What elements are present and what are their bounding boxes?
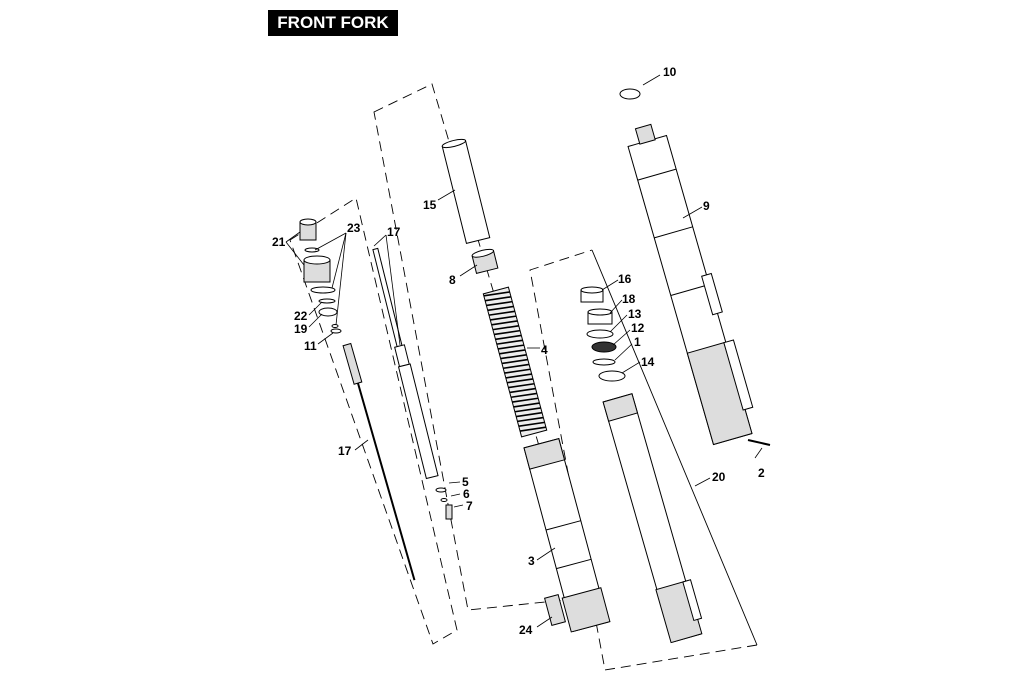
spring-coil bbox=[499, 349, 526, 355]
spring-coil bbox=[484, 296, 512, 302]
callout-18: 18 bbox=[622, 292, 636, 306]
part-17-damper-rod bbox=[372, 247, 439, 480]
part-8-spacer bbox=[471, 248, 499, 274]
spring-coil bbox=[510, 392, 537, 399]
spring-coil bbox=[487, 305, 514, 312]
spring-coil bbox=[491, 320, 518, 326]
callout-17-left: 17 bbox=[338, 444, 352, 458]
spring-coil bbox=[514, 407, 541, 413]
part-3-damper-tube bbox=[523, 437, 611, 633]
spring-coil bbox=[517, 416, 544, 423]
spring-coil bbox=[513, 402, 540, 408]
spring-coil bbox=[496, 339, 523, 345]
spring-coil bbox=[509, 387, 536, 394]
callout-22: 22 bbox=[294, 309, 308, 323]
spring-coil bbox=[518, 421, 545, 428]
callout-24: 24 bbox=[519, 623, 533, 637]
part-10-ring bbox=[619, 88, 641, 100]
spring-coil bbox=[490, 315, 517, 321]
callout-2: 2 bbox=[758, 466, 765, 480]
callout-9: 9 bbox=[703, 199, 710, 213]
spring-coil bbox=[519, 426, 547, 432]
part-6 bbox=[440, 498, 448, 502]
cap-assembly bbox=[299, 218, 342, 334]
callout-12: 12 bbox=[631, 321, 645, 335]
callout-17-rod: 17 bbox=[387, 225, 401, 239]
part-9-outer-tube bbox=[627, 123, 754, 446]
callout-21: 21 bbox=[272, 235, 286, 249]
callout-4: 4 bbox=[541, 343, 548, 357]
callout-6: 6 bbox=[463, 487, 470, 501]
spring-coil bbox=[516, 411, 543, 418]
spring-coil bbox=[505, 373, 532, 379]
part-15-tube bbox=[441, 138, 491, 245]
part-20-inner-tube bbox=[602, 393, 703, 644]
spring-coil bbox=[500, 353, 527, 360]
callout-8: 8 bbox=[449, 273, 456, 287]
part-7 bbox=[445, 504, 453, 520]
part-24-clip bbox=[544, 594, 566, 626]
spring-coil bbox=[483, 291, 510, 297]
group-box-right-edge bbox=[591, 249, 758, 646]
callout-13: 13 bbox=[628, 307, 642, 321]
spring-coil bbox=[486, 300, 513, 307]
seal-stack bbox=[580, 286, 626, 382]
callout-20: 20 bbox=[712, 470, 726, 484]
callout-7: 7 bbox=[466, 499, 473, 513]
diagram-title: FRONT FORK bbox=[268, 10, 398, 36]
callout-19: 19 bbox=[294, 322, 308, 336]
spring-coil bbox=[504, 368, 531, 374]
spring-coil bbox=[494, 329, 521, 336]
callout-23: 23 bbox=[347, 221, 361, 235]
callout-3: 3 bbox=[528, 554, 535, 568]
spring-coil bbox=[508, 382, 535, 389]
spring-coil bbox=[495, 334, 522, 341]
spring-coil bbox=[488, 310, 515, 316]
spring-coil bbox=[492, 325, 519, 331]
callout-11: 11 bbox=[304, 339, 317, 353]
group-box-left bbox=[289, 197, 458, 645]
callout-16: 16 bbox=[618, 272, 632, 286]
part-17-rod-left bbox=[342, 342, 416, 581]
part-5 bbox=[435, 487, 447, 493]
callout-1: 1 bbox=[634, 335, 641, 349]
part-4-spring bbox=[482, 286, 548, 438]
leader-lines bbox=[285, 74, 763, 628]
part-2-bolt bbox=[747, 439, 771, 446]
callout-5: 5 bbox=[462, 475, 469, 489]
spring-coil bbox=[497, 344, 525, 350]
callout-10: 10 bbox=[663, 65, 677, 79]
callout-15: 15 bbox=[423, 198, 437, 212]
spring-coil bbox=[506, 378, 534, 384]
callout-14: 14 bbox=[641, 355, 655, 369]
spring-coil bbox=[512, 397, 539, 403]
spring-coil bbox=[501, 358, 528, 365]
spring-coil bbox=[503, 363, 530, 370]
